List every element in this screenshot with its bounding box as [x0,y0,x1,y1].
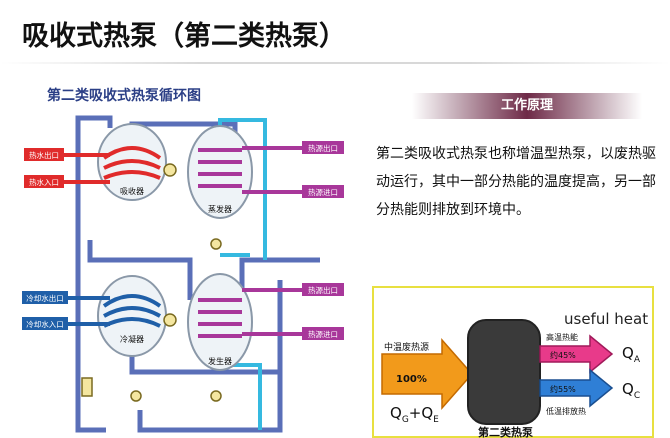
right-pipes [242,146,302,336]
heat-source-out-1-box [302,141,344,154]
absorber-label: 吸收器 [120,186,144,196]
q-input-formula: QG+QE [390,404,439,425]
high-temp-arrow [539,334,614,374]
pump-icons [81,163,222,402]
heat-source-in-2-box [302,327,344,340]
pipe-left-loop [75,115,113,433]
cool-water-out-box [22,291,68,304]
pump-icon [163,163,177,177]
heat-source-in-1-box [302,185,344,198]
principle-text: 第二类吸收式热泵也称增温型热泵，以废热驱动运行，其中一部分热能的温度提高，另一部… [376,146,656,218]
heat-exchanger-icon [81,377,93,397]
qc-symbol: QC [622,380,640,401]
source-label: 中温废热源 [384,341,429,353]
valve-icon [210,238,222,250]
heat-flow-caption: 第二类热泵 [478,425,533,438]
absorption-cycle-diagram: 吸收器 蒸发器 冷凝器 发生器 热水出口 热水入口 冷却水出口 冷却 [22,115,344,433]
pipe-bottom-loop [137,280,283,433]
title-divider [0,62,670,64]
cool-water-out-label: 冷却水出口 [26,293,64,303]
hot-water-in-label: 热水入口 [29,177,59,187]
pipe-lower-link [129,350,280,375]
condenser-label: 冷凝器 [120,334,144,344]
cool-water-in-box [22,317,68,330]
principle-heading: 工作原理 [412,93,642,119]
pipe-cyan-low [220,363,262,430]
high-temp-percent: 约45% [550,350,576,360]
hot-water-out-box [24,148,64,161]
condenser-vessel [97,275,167,357]
generator-label: 发生器 [208,356,232,366]
generator-vessel [187,273,253,371]
heat-source-out-2-label: 热源出口 [308,285,338,295]
evaporator-label: 蒸发器 [208,204,232,214]
page-title: 吸收式热泵（第二类热泵） [22,21,346,52]
heat-pump-box [467,319,541,425]
pump-icon [163,313,177,327]
valve-icon [130,390,142,402]
left-pipes [64,153,110,326]
heat-source-out-1-label: 热源出口 [308,143,338,153]
heat-source-in-1-label: 热源进口 [308,187,338,197]
hot-water-in-box [24,175,64,188]
input-percent: 100% [396,374,427,385]
pipe-mid-link [87,240,193,300]
low-temp-percent: 约55% [550,384,576,394]
cool-water-in-label: 冷却水入口 [26,319,64,329]
useful-heat-label: useful heat [564,310,648,328]
hot-water-out-label: 热水出口 [29,150,59,160]
heat-source-in-2-label: 热源进口 [308,329,338,339]
evaporator-vessel [187,125,253,219]
qa-symbol: QA [622,344,641,365]
heat-flow-illustration: useful heat 中温废热源 100% 高温热能 约45% 约55% 低温… [372,286,654,438]
diagram-title: 第二类吸收式热泵循环图 [47,88,201,104]
heat-source-out-2-box [302,283,344,296]
low-temp-arrow [539,368,614,408]
absorber-vessel [97,123,167,201]
valve-icon [210,390,222,402]
input-heat-arrow [381,338,474,410]
low-temp-label: 低温排放热 [546,406,586,416]
high-temp-label: 高温热能 [546,332,578,342]
